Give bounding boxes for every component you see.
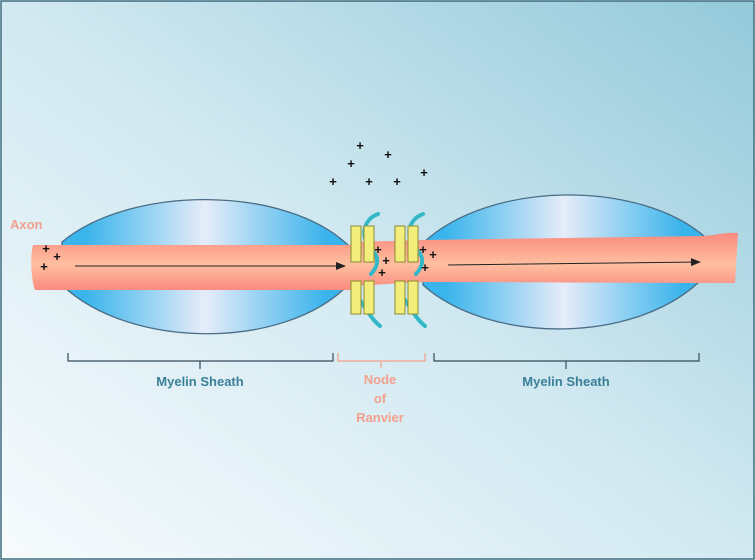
channel-block — [407, 225, 419, 263]
ion-plus: + — [42, 241, 50, 256]
ion-plus: + — [40, 259, 48, 274]
axon-label: Axon — [10, 217, 43, 232]
ion-plus: + — [419, 242, 427, 257]
myelin-sheath-right-label: Myelin Sheath — [522, 374, 609, 389]
channel-block — [363, 280, 375, 315]
ion-plus: + — [347, 156, 355, 171]
ion-plus: + — [378, 265, 386, 280]
ion-plus: + — [374, 242, 382, 257]
node-label-line2: of — [374, 391, 387, 406]
node-of-ranvier-bracket — [337, 353, 426, 368]
ion-plus: + — [329, 174, 337, 189]
node-label-line1: Node — [364, 372, 397, 387]
myelin-sheath-left-bracket — [67, 353, 334, 369]
ion-plus: + — [384, 147, 392, 162]
ion-plus: + — [356, 138, 364, 153]
channel-block — [407, 280, 419, 315]
positive-ions: + + + + + + + + + + + + + + + + — [40, 138, 437, 280]
channel-block — [363, 225, 375, 263]
axon — [31, 232, 738, 290]
ion-plus: + — [53, 249, 61, 264]
ion-plus: + — [382, 253, 390, 268]
myelin-sheath-right-bracket — [433, 353, 700, 369]
signal-arrow-right — [447, 258, 701, 267]
ion-plus: + — [420, 165, 428, 180]
ion-plus: + — [429, 247, 437, 262]
ion-plus: + — [393, 174, 401, 189]
channel-block — [350, 280, 362, 315]
channel-block — [394, 280, 406, 315]
node-label-line3: Ranvier — [356, 410, 404, 425]
channel-block — [394, 225, 406, 263]
myelin-sheath-left-label: Myelin Sheath — [156, 374, 243, 389]
ion-plus: + — [365, 174, 373, 189]
ion-channels — [350, 225, 419, 315]
channel-block — [350, 225, 362, 263]
ion-plus: + — [421, 260, 429, 275]
